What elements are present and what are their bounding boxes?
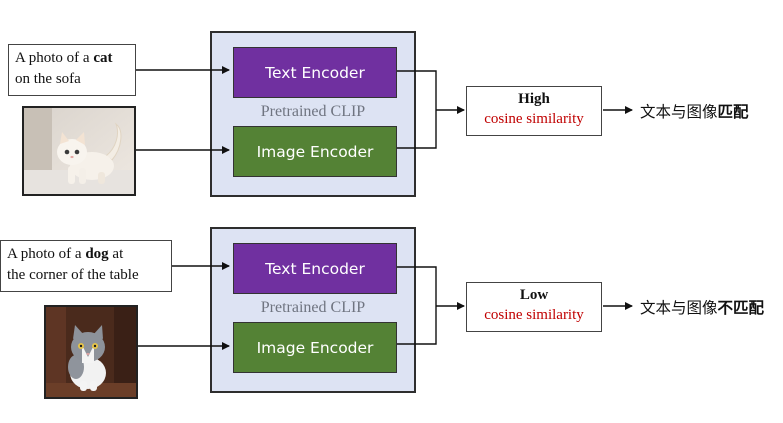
- image-encoder-block: Image Encoder: [233, 126, 397, 177]
- prompt-text-part: A photo of a: [7, 246, 86, 262]
- arrow-encoders-to-similarity: [397, 70, 437, 149]
- text-encoder-label: Text Encoder: [265, 63, 365, 82]
- text-prompt-top: A photo of a cat on the sofa: [8, 44, 136, 96]
- similarity-label: cosine similarity: [484, 307, 584, 323]
- cat-photo-image: [24, 108, 134, 194]
- prompt-text-part: A photo of a: [15, 50, 94, 66]
- similarity-box-bottom: Low cosine similarity: [466, 282, 602, 332]
- clip-panel-top: Text Encoder Pretrained CLIP Image Encod…: [210, 31, 416, 197]
- prompt-text-part-end: at: [108, 246, 124, 262]
- match-result-top: 文本与图像匹配: [640, 100, 749, 122]
- similarity-label: cosine similarity: [484, 111, 584, 127]
- cat-photo-top: [22, 106, 136, 196]
- similarity-level: Low: [519, 287, 549, 303]
- prompt-text-line2: the corner of the table: [7, 267, 139, 283]
- text-prompt-bottom: A photo of a dog at the corner of the ta…: [0, 240, 172, 292]
- image-encoder-label: Image Encoder: [256, 142, 374, 161]
- similarity-box-top: High cosine similarity: [466, 86, 602, 136]
- text-encoder-label: Text Encoder: [265, 259, 365, 278]
- image-encoder-block: Image Encoder: [233, 322, 397, 373]
- match-result-bottom: 文本与图像不匹配: [640, 296, 764, 318]
- pretrained-clip-label: Pretrained CLIP: [260, 103, 366, 120]
- prompt-text-line2: on the sofa: [15, 71, 81, 87]
- clip-panel-bottom: Text Encoder Pretrained CLIP Image Encod…: [210, 227, 416, 393]
- result-text: 文本与图像: [640, 103, 718, 121]
- text-encoder-block: Text Encoder: [233, 243, 397, 294]
- result-verdict: 不匹配: [717, 299, 765, 317]
- arrow-encoders-to-similarity: [397, 266, 437, 345]
- text-encoder-block: Text Encoder: [233, 47, 397, 98]
- result-verdict: 匹配: [717, 103, 749, 121]
- pretrained-clip-label: Pretrained CLIP: [260, 299, 366, 316]
- result-text: 文本与图像: [640, 299, 718, 317]
- image-encoder-label: Image Encoder: [256, 338, 374, 357]
- similarity-level: High: [518, 91, 550, 107]
- cat-photo-bottom: [44, 305, 138, 399]
- cat-photo-image: [46, 307, 136, 397]
- prompt-keyword: cat: [93, 50, 113, 66]
- prompt-keyword: dog: [85, 246, 109, 262]
